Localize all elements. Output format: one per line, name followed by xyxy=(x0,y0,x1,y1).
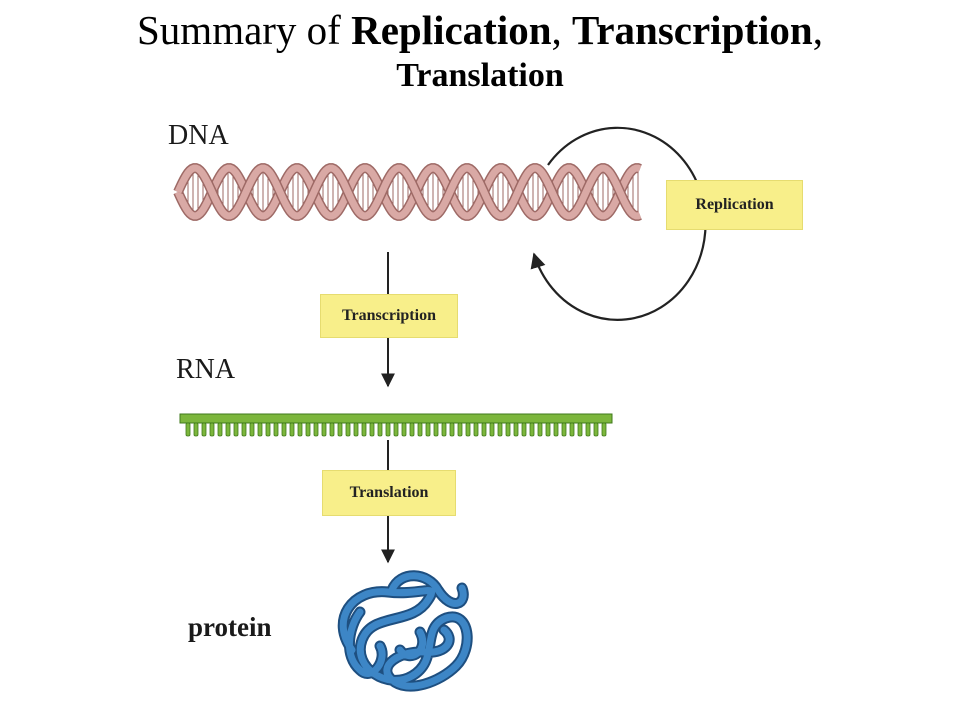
rna-base xyxy=(337,422,343,437)
rna-base xyxy=(193,422,199,437)
title-separator-2: , xyxy=(812,7,823,53)
rna-base xyxy=(553,422,559,437)
rna-base xyxy=(249,422,255,437)
rna-base xyxy=(417,422,423,437)
dna-helix xyxy=(173,163,642,221)
title-replication: Replication xyxy=(351,7,552,53)
rna-base xyxy=(561,422,567,437)
transcription-box: Transcription xyxy=(320,294,458,338)
rna-base xyxy=(305,422,311,437)
rna-base xyxy=(577,422,583,437)
rna-base xyxy=(201,422,207,437)
rna-base xyxy=(281,422,287,437)
rna-base xyxy=(465,422,471,437)
rna-base xyxy=(329,422,335,437)
rna-base xyxy=(585,422,591,437)
rna-base xyxy=(321,422,327,437)
rna-base xyxy=(593,422,599,437)
rna-base xyxy=(225,422,231,437)
rna-base xyxy=(569,422,575,437)
rna-base xyxy=(377,422,383,437)
protein-label: protein xyxy=(188,612,316,643)
rna-base xyxy=(545,422,551,437)
rna-base xyxy=(401,422,407,437)
rna-base xyxy=(529,422,535,437)
title-prefix: Summary of xyxy=(137,7,352,53)
rna-base xyxy=(289,422,295,437)
rna-base xyxy=(185,422,191,437)
page-title: Summary of Replication, Transcription, T… xyxy=(0,6,960,98)
rna-base xyxy=(489,422,495,437)
dna-strand-1 xyxy=(174,164,642,220)
rna-base xyxy=(369,422,375,437)
rna-base xyxy=(233,422,239,437)
rna-base xyxy=(209,422,215,437)
translation-box: Translation xyxy=(322,470,456,516)
rna-base xyxy=(241,422,247,437)
rna-base xyxy=(497,422,503,437)
rna-base xyxy=(457,422,463,437)
protein-structure xyxy=(337,570,473,692)
rna-base xyxy=(449,422,455,437)
rna-base xyxy=(409,422,415,437)
dna-label: DNA xyxy=(164,120,258,160)
replication-box: Replication xyxy=(666,180,803,230)
rna-base xyxy=(313,422,319,437)
rna-base xyxy=(473,422,479,437)
rna-base xyxy=(257,422,263,437)
rna-base xyxy=(425,422,431,437)
rna-base xyxy=(353,422,359,437)
rna-base xyxy=(217,422,223,437)
title-translation: Translation xyxy=(396,57,564,94)
rna-base xyxy=(265,422,271,437)
rna-strand xyxy=(179,413,613,437)
rna-base xyxy=(537,422,543,437)
rna-base xyxy=(481,422,487,437)
rna-base xyxy=(513,422,519,437)
rna-base xyxy=(297,422,303,437)
replication-cycle-arrow xyxy=(530,126,707,321)
title-separator-1: , xyxy=(551,7,573,53)
rna-base xyxy=(385,422,391,437)
rna-base xyxy=(361,422,367,437)
rna-base xyxy=(345,422,351,437)
rna-base xyxy=(273,422,279,437)
title-transcription: Transcription xyxy=(572,7,813,53)
rna-base xyxy=(505,422,511,437)
rna-base xyxy=(601,422,607,437)
rna-base xyxy=(441,422,447,437)
rna-base xyxy=(521,422,527,437)
dna-strand-2 xyxy=(174,164,642,220)
rna-base xyxy=(393,422,399,437)
rna-backbone xyxy=(179,413,613,424)
rna-base xyxy=(433,422,439,437)
rna-label: RNA xyxy=(176,354,256,386)
